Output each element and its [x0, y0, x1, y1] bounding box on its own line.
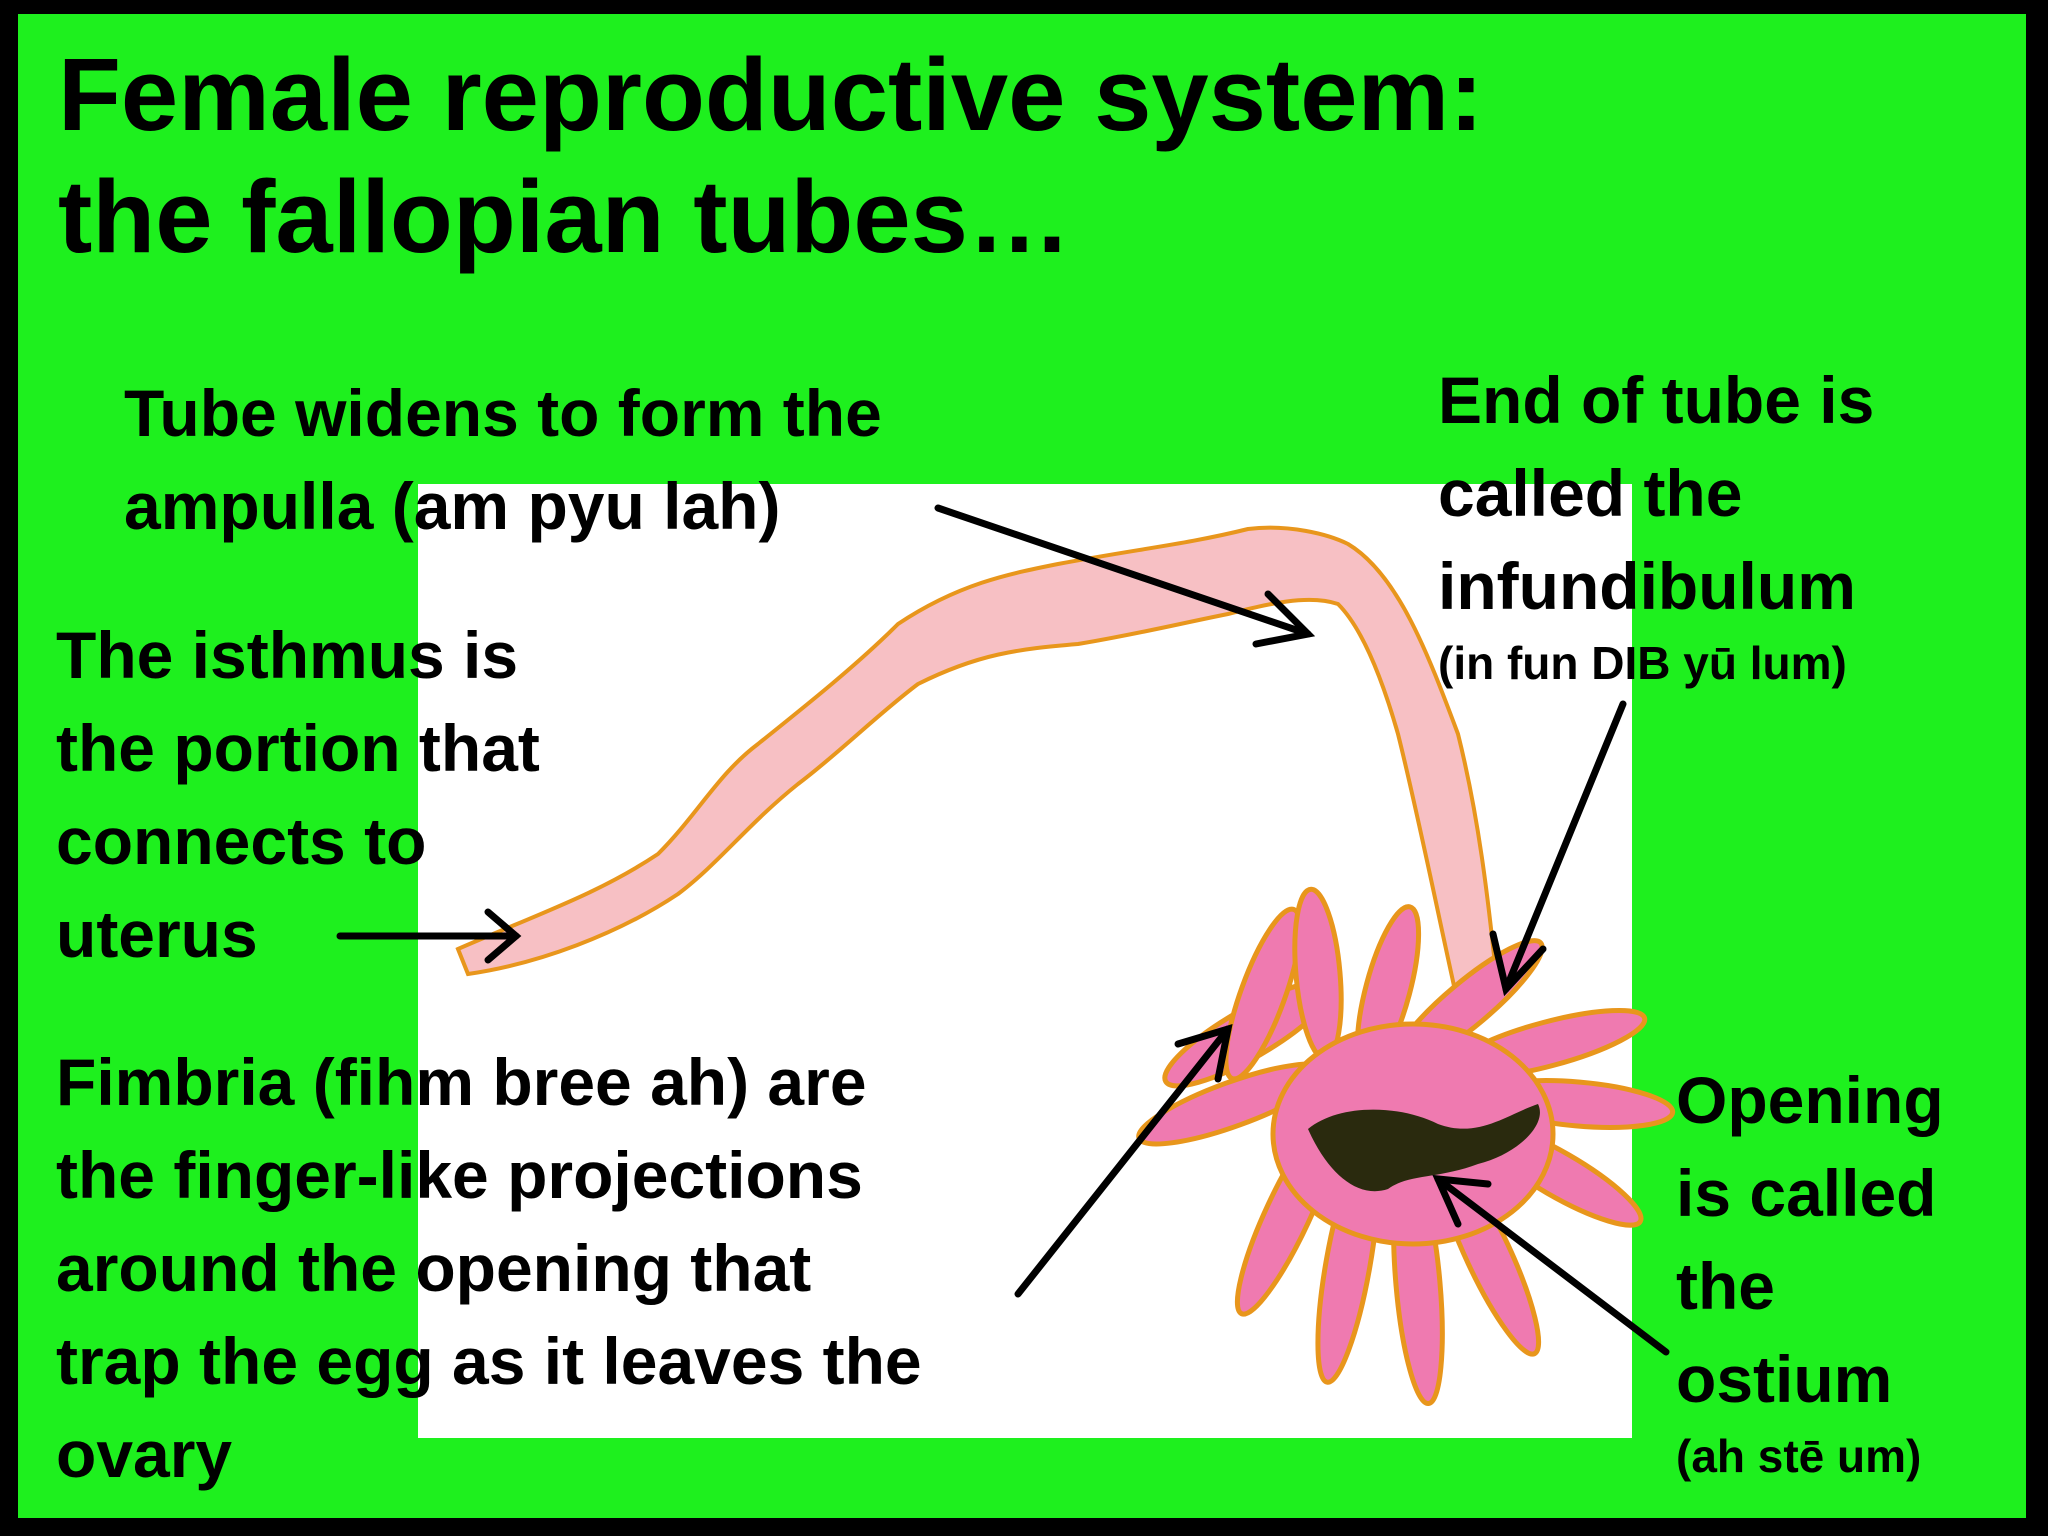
ostium-line-4: ostium: [1676, 1342, 1893, 1416]
page-title: Female reproductive system: the fallopia…: [58, 34, 1483, 278]
isthmus-label: The isthmus is the portion that connects…: [56, 609, 540, 981]
title-line-1: Female reproductive system:: [58, 37, 1484, 152]
ampulla-line-1: Tube widens to form the: [124, 376, 882, 450]
isthmus-line-1: The isthmus is: [56, 618, 519, 692]
ampulla-line-2: ampulla (am pyu lah): [124, 469, 781, 543]
ostium-pronunciation: (ah stē um): [1676, 1430, 1922, 1482]
infundibulum-line-1: End of tube is: [1438, 363, 1875, 437]
fimbria-line-4: trap the egg as it leaves the: [56, 1324, 922, 1398]
infundibulum-line-2: called the: [1438, 456, 1743, 530]
fimbria-line-5: ovary: [56, 1417, 233, 1491]
ampulla-label: Tube widens to form the ampulla (am pyu …: [124, 367, 882, 553]
arrow-ostium: [1434, 1175, 1670, 1356]
arrows: [336, 504, 1670, 1356]
arrow-ampulla: [934, 504, 1312, 638]
ostium-opening: [1308, 1104, 1540, 1192]
fimbria-line-3: around the opening that: [56, 1231, 812, 1305]
ostium-line-1: Opening: [1676, 1063, 1944, 1137]
infundibulum-line-3: infundibulum: [1438, 549, 1856, 623]
slide: Female reproductive system: the fallopia…: [18, 14, 2026, 1518]
fimbria-line-1: Fimbria (fihm bree ah) are: [56, 1045, 867, 1119]
fallopian-tube-diagram: [336, 484, 1676, 1438]
ostium-label: Opening is called the ostium (ah stē um): [1676, 1054, 1944, 1486]
title-line-2: the fallopian tubes…: [58, 159, 1071, 274]
isthmus-line-3: connects to: [56, 804, 427, 878]
infundibulum-pronunciation: (in fun DIB yū lum): [1438, 637, 1847, 689]
arrow-fimbria: [1014, 1025, 1232, 1298]
fimbria-line-2: the finger-like projections: [56, 1138, 863, 1212]
ostium-line-3: the: [1676, 1249, 1775, 1323]
infundibulum-label: End of tube is called the infundibulum (…: [1438, 354, 1874, 693]
isthmus-line-2: the portion that: [56, 711, 540, 785]
arrow-infundibulum: [1502, 700, 1627, 993]
isthmus-line-4: uterus: [56, 897, 258, 971]
ostium-line-2: is called: [1676, 1156, 1937, 1230]
fimbria-label: Fimbria (fihm bree ah) are the finger-li…: [56, 1036, 922, 1501]
